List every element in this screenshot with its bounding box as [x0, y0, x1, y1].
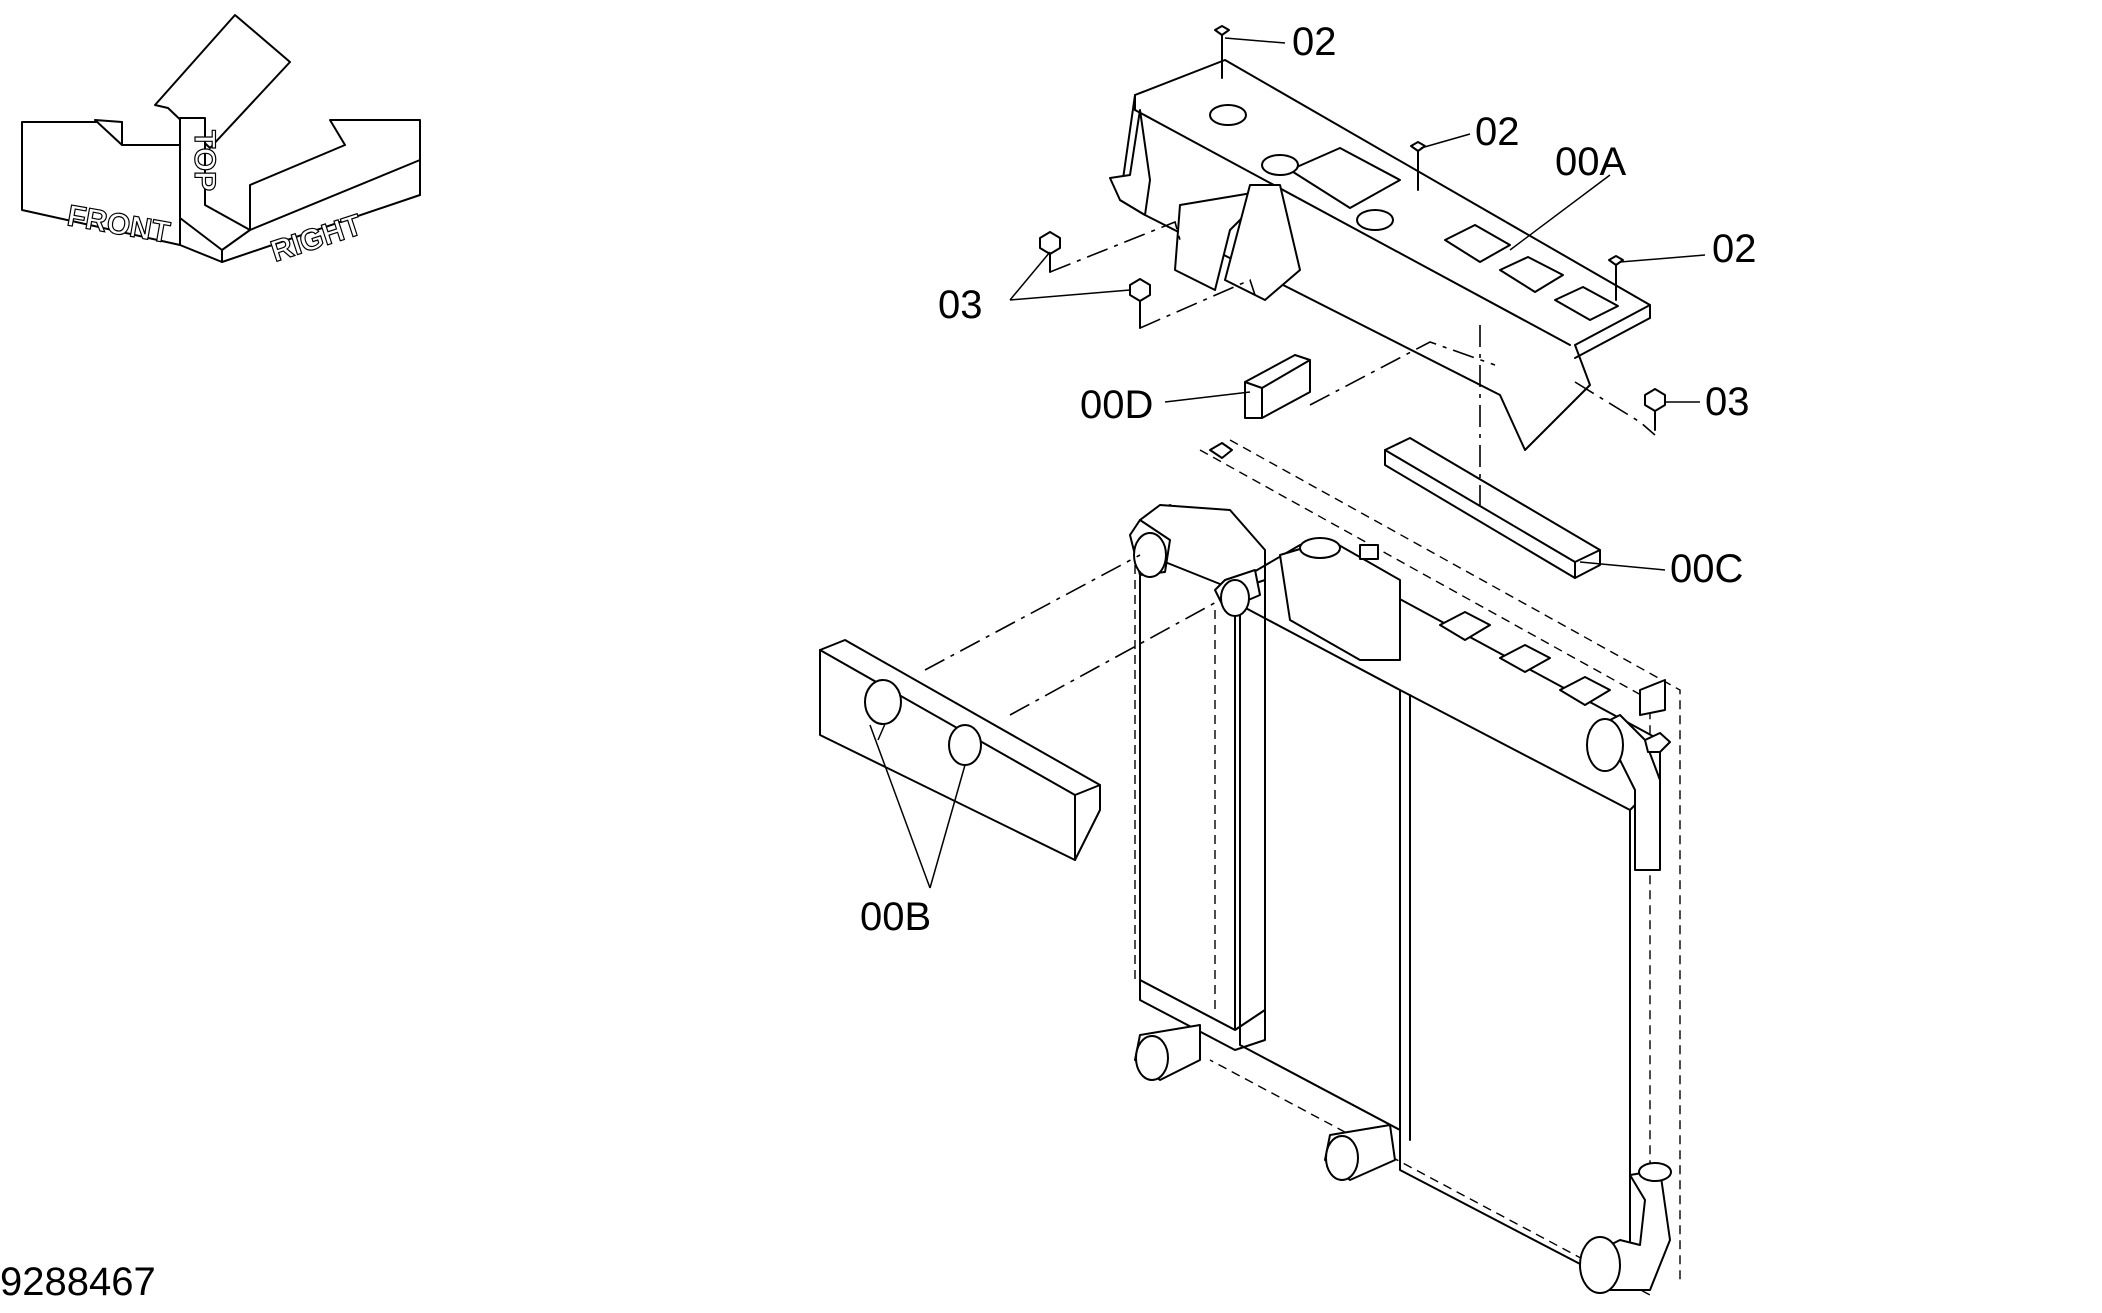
inlet-pipe-top-left — [1129, 519, 1171, 578]
orientation-top-label: TOP — [188, 130, 221, 191]
drawing-number: 9288467 — [0, 1260, 156, 1304]
bolt-03-a — [1039, 231, 1061, 273]
callout-00c: 00C — [1670, 547, 1743, 591]
seal-00c-part — [1384, 437, 1601, 579]
outlet-pipe-bottom-mid — [1324, 1124, 1396, 1181]
seal-00d-part — [1244, 354, 1311, 419]
radiator-assembly — [1129, 439, 1681, 1297]
top-cover-part — [1109, 59, 1651, 451]
callout-00b: 00B — [860, 895, 931, 939]
callout-02-top: 02 — [1292, 20, 1337, 64]
screw-02-top — [1214, 25, 1230, 79]
screw-02-right — [1608, 255, 1624, 301]
callout-03-left: 03 — [938, 283, 983, 327]
callout-02-middle: 02 — [1475, 110, 1520, 154]
screw-02-middle — [1410, 141, 1426, 191]
outlet-pipe-bottom-left — [1134, 1024, 1201, 1081]
bolt-03-b — [1129, 278, 1151, 329]
inlet-pipe-top-mid — [1214, 569, 1261, 617]
callout-03-right: 03 — [1705, 380, 1750, 424]
elbow-pipe-bottom-right — [1579, 1162, 1672, 1294]
callout-leaders — [869, 37, 1706, 889]
assembly-center-lines — [924, 220, 1656, 1010]
seal-00b-part — [819, 639, 1101, 861]
callout-02-right: 02 — [1712, 227, 1757, 271]
orientation-indicator: FRONT TOP RIGHT — [21, 14, 421, 269]
bolt-03-c — [1644, 388, 1666, 431]
callout-00a: 00A — [1555, 140, 1626, 184]
elbow-pipe-top-right — [1586, 714, 1661, 871]
callout-00d: 00D — [1080, 383, 1153, 427]
